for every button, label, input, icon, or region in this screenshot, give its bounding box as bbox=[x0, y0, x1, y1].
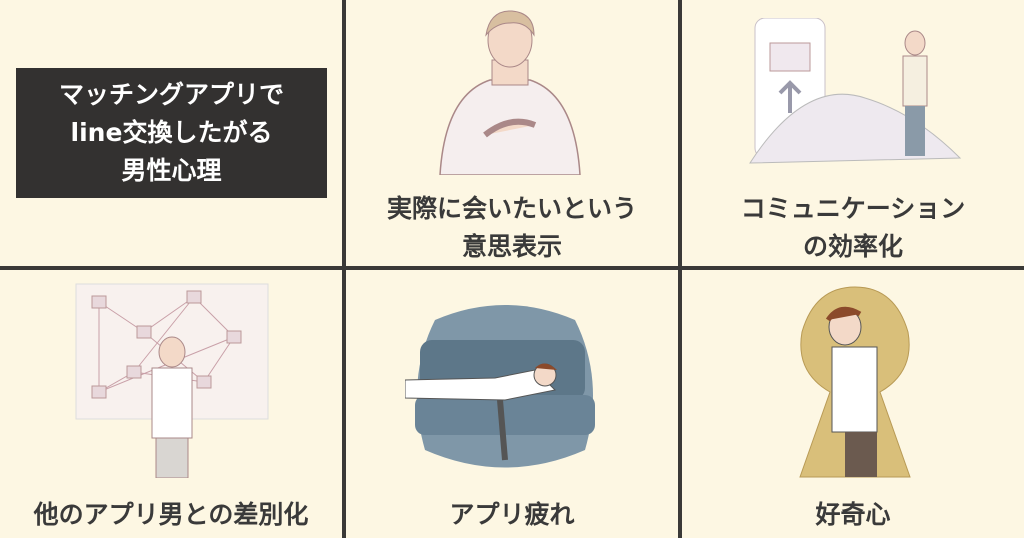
caption-line: アプリ疲れ bbox=[449, 500, 575, 529]
title-line: line交換したがる bbox=[70, 118, 273, 147]
caption-line: の効率化 bbox=[802, 232, 903, 261]
man-with-pile-of-messages-illustration bbox=[749, 18, 962, 164]
man-tangled-in-network-illustration bbox=[75, 283, 269, 478]
title-line: マッチングアプリで bbox=[58, 80, 284, 109]
grid-divider-horizontal bbox=[0, 266, 1024, 270]
caption-communication-efficiency: コミュニケーション の効率化 bbox=[682, 190, 1024, 266]
caption-curiosity: 好奇心 bbox=[682, 496, 1024, 534]
title-line: 男性心理 bbox=[121, 156, 222, 185]
page-title: マッチングアプリで line交換したがる 男性心理 bbox=[16, 68, 327, 198]
caption-line: コミュニケーション bbox=[740, 194, 966, 223]
man-exhausted-on-sofa-illustration bbox=[405, 305, 595, 468]
man-peeking-through-keyhole-illustration bbox=[799, 286, 911, 478]
caption-line: 他のアプリ男との差別化 bbox=[33, 500, 309, 529]
caption-line: 意思表示 bbox=[461, 232, 562, 261]
caption-meet-in-person: 実際に会いたいという 意思表示 bbox=[346, 190, 678, 266]
caption-app-fatigue: アプリ疲れ bbox=[346, 496, 678, 534]
caption-differentiation: 他のアプリ男との差別化 bbox=[0, 496, 342, 534]
man-hands-on-chest-illustration bbox=[439, 10, 581, 175]
caption-line: 実際に会いたいという bbox=[386, 194, 637, 223]
caption-line: 好奇心 bbox=[815, 500, 891, 529]
